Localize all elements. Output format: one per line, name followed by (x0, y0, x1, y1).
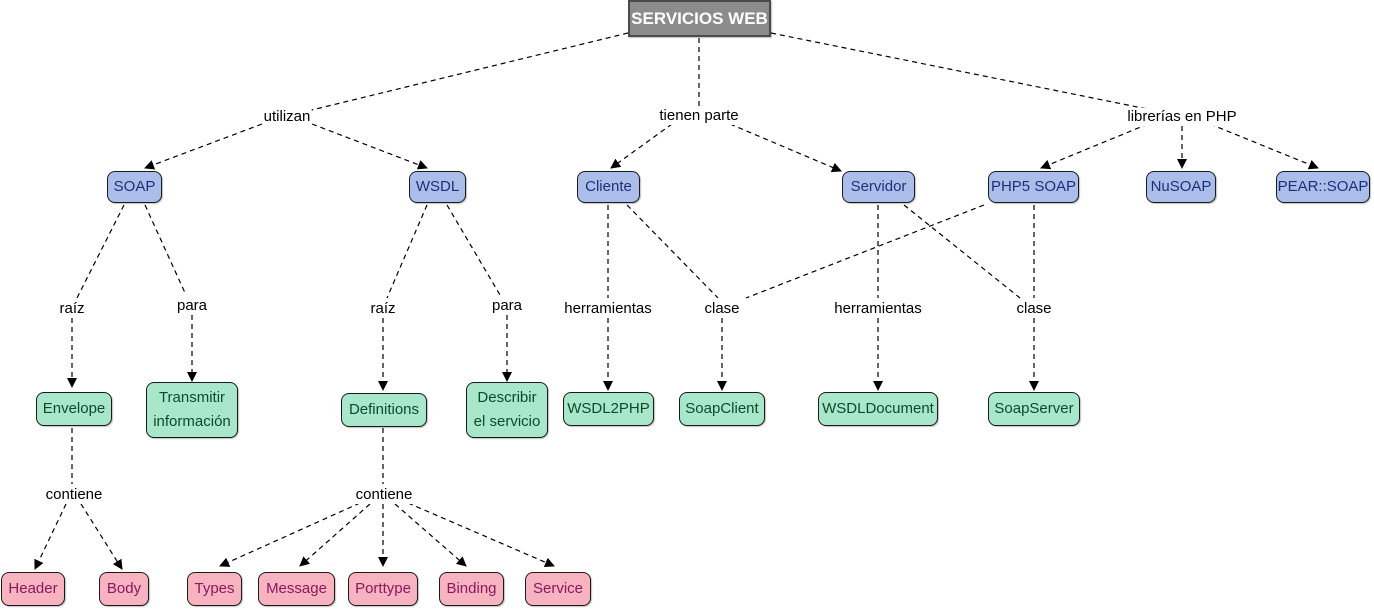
link-label-soap-raiz: raíz (58, 300, 86, 318)
node-body[interactable]: Body (99, 572, 149, 606)
root-node-servicios-web[interactable]: SERVICIOS WEB (628, 0, 771, 37)
node-envelope[interactable]: Envelope (36, 392, 112, 426)
node-header[interactable]: Header (1, 572, 65, 606)
node-types[interactable]: Types (187, 572, 242, 606)
link-label-utilizan: utilizan (262, 108, 312, 126)
link-label-wsdl-para: para (490, 297, 524, 315)
node-servidor[interactable]: Servidor (842, 171, 915, 203)
node-definitions[interactable]: Definitions (341, 393, 427, 427)
link-label-cliente-herramientas: herramientas (563, 300, 653, 318)
link-label-servidor-herramientas: herramientas (833, 300, 923, 318)
node-message[interactable]: Message (258, 572, 335, 606)
link-label-servidor-clase: clase (1015, 300, 1053, 318)
node-transmitir-line-2: información (153, 413, 231, 430)
link-label-envelope-contiene: contiene (44, 486, 104, 504)
node-transmitir-line-1: Transmitir (158, 389, 226, 406)
node-binding[interactable]: Binding (439, 572, 504, 606)
node-nusoap[interactable]: NuSOAP (1146, 171, 1216, 203)
node-describir-line-2: el servicio (473, 413, 541, 430)
node-wsdl[interactable]: WSDL (409, 171, 466, 203)
link-label-tienen-parte: tienen parte (658, 107, 740, 125)
node-service[interactable]: Service (525, 572, 591, 606)
node-php5-soap[interactable]: PHP5 SOAP (988, 171, 1079, 203)
link-label-librerias-php: librerías en PHP (1126, 108, 1238, 126)
node-wsdldocument[interactable]: WSDLDocument (818, 392, 938, 426)
node-cliente[interactable]: Cliente (577, 171, 640, 203)
node-describir-el-servicio[interactable]: Describir el servicio (466, 382, 548, 438)
node-porttype[interactable]: Porttype (348, 572, 418, 606)
link-label-definitions-contiene: contiene (354, 486, 414, 504)
link-label-cliente-clase: clase (703, 300, 741, 318)
link-label-wsdl-raiz: raíz (369, 300, 397, 318)
link-label-soap-para: para (175, 297, 209, 315)
node-soapserver[interactable]: SoapServer (988, 392, 1080, 426)
node-transmitir-informacion[interactable]: Transmitir información (146, 382, 238, 438)
node-describir-line-1: Describir (477, 389, 537, 406)
node-pear-soap[interactable]: PEAR::SOAP (1276, 171, 1370, 203)
node-soapclient[interactable]: SoapClient (679, 392, 765, 426)
node-wsdl2php[interactable]: WSDL2PHP (563, 392, 654, 426)
node-soap[interactable]: SOAP (107, 171, 162, 203)
